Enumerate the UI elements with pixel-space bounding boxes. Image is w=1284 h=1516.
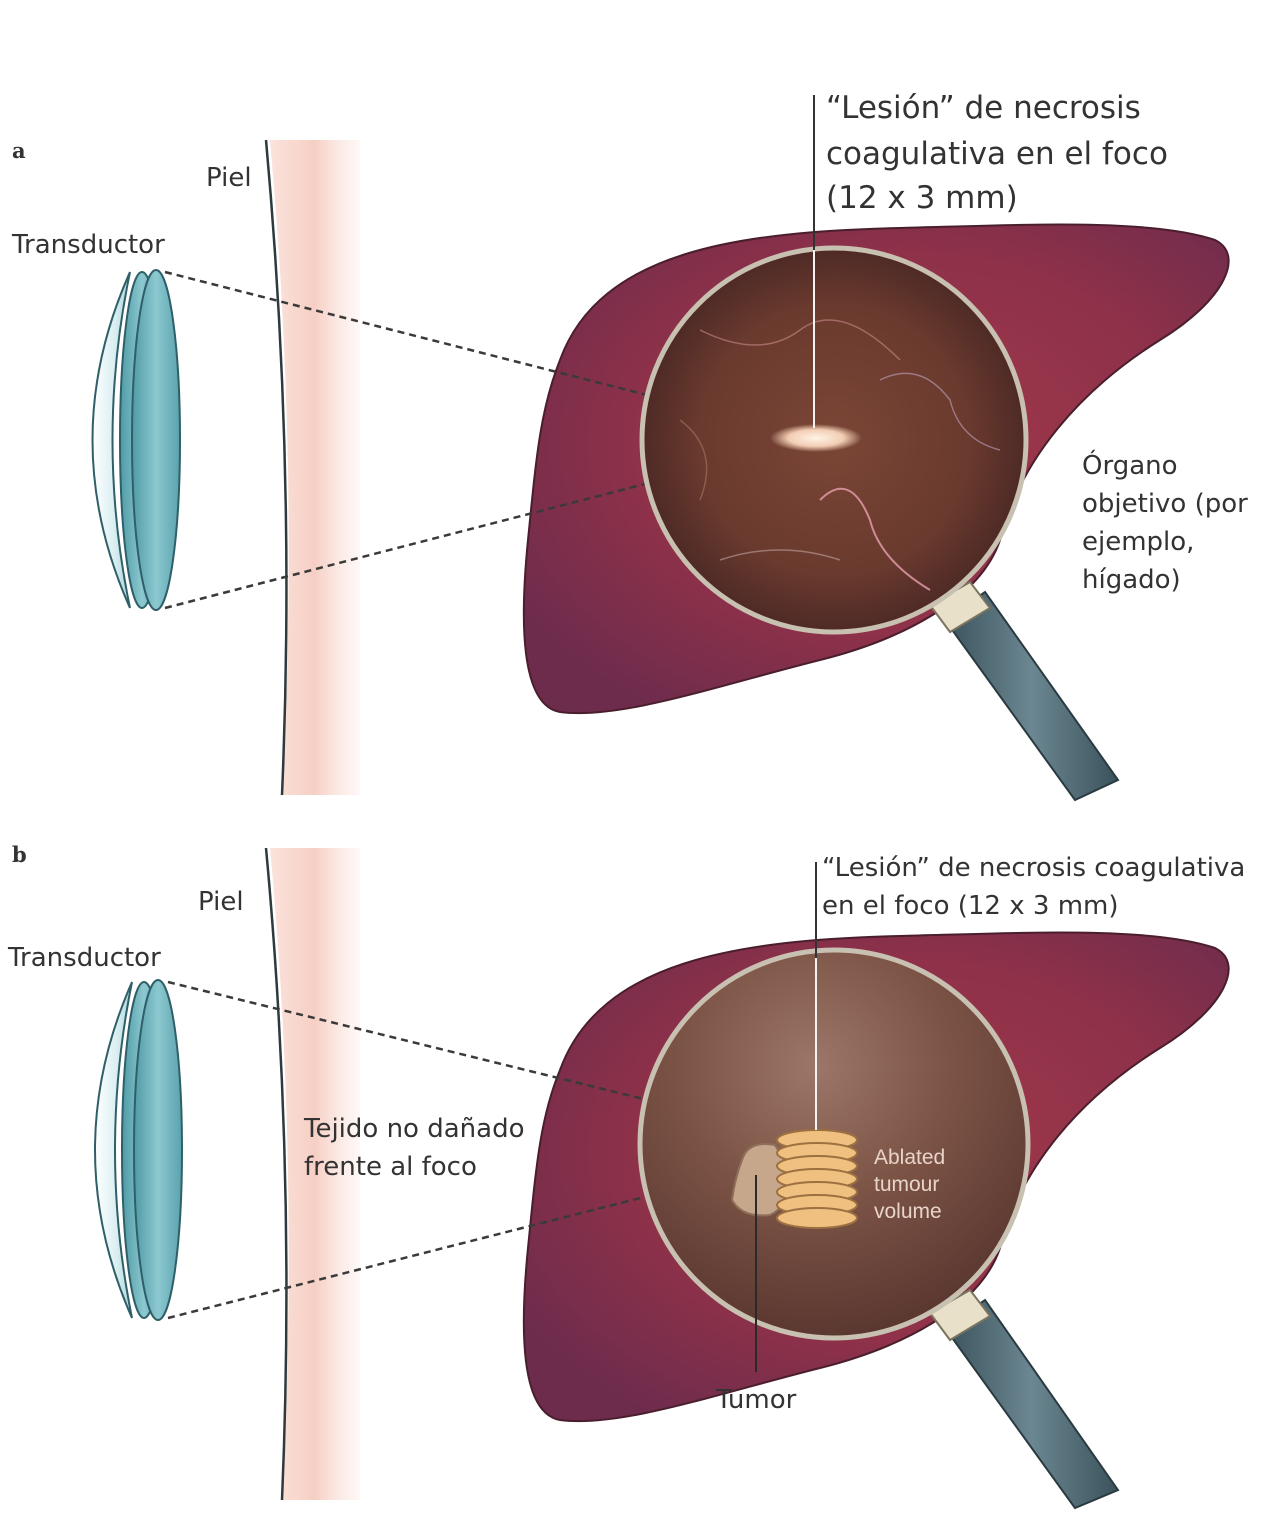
skin-line bbox=[264, 139, 288, 796]
organ-label-line-2: objetivo (por bbox=[1082, 489, 1248, 519]
panel-b: b Piel Transductor bbox=[7, 842, 1245, 1510]
ablated-label-line-3: volume bbox=[874, 1200, 942, 1223]
lesion-label-line-3: (12 x 3 mm) bbox=[826, 180, 1018, 216]
transducer-label: Transductor bbox=[11, 230, 165, 260]
skin-label: Piel bbox=[206, 163, 252, 193]
undamaged-tissue-label-line-1: Tejido no dañado bbox=[303, 1114, 525, 1144]
skin-band bbox=[270, 140, 360, 795]
organ-label-line-1: Órgano bbox=[1082, 449, 1178, 481]
ablation-discs bbox=[776, 1129, 858, 1229]
lesion-label-line-2: coagulativa en el foco bbox=[826, 136, 1168, 172]
skin-line bbox=[264, 847, 288, 1501]
panel-a: a Piel Transductor bbox=[11, 90, 1248, 802]
ablated-label-line-1: Ablated bbox=[874, 1146, 945, 1169]
lesion-label-line-1: “Lesión” de necrosis bbox=[826, 90, 1141, 126]
undamaged-tissue-label-line-2: frente al foco bbox=[304, 1152, 477, 1182]
transducer-label: Transductor bbox=[7, 943, 161, 973]
skin-band bbox=[270, 848, 360, 1500]
tumor-label: Tumor bbox=[715, 1385, 797, 1415]
panel-a-letter: a bbox=[12, 138, 26, 163]
magnifier-glass bbox=[639, 245, 1120, 802]
transducer bbox=[94, 979, 183, 1321]
organ-label-line-4: hígado) bbox=[1082, 565, 1181, 595]
skin-label: Piel bbox=[198, 887, 244, 917]
lesion-label-line-1: “Lesión” de necrosis coagulativa bbox=[822, 853, 1245, 883]
tumor-shape bbox=[730, 1143, 792, 1217]
lesion-spot bbox=[770, 424, 862, 452]
transducer bbox=[91, 269, 181, 611]
lesion-label-line-2: en el foco (12 x 3 mm) bbox=[822, 891, 1119, 921]
organ-label-line-3: ejemplo, bbox=[1082, 527, 1194, 557]
panel-b-letter: b bbox=[12, 842, 27, 867]
ablated-label-line-2: tumour bbox=[874, 1173, 939, 1196]
